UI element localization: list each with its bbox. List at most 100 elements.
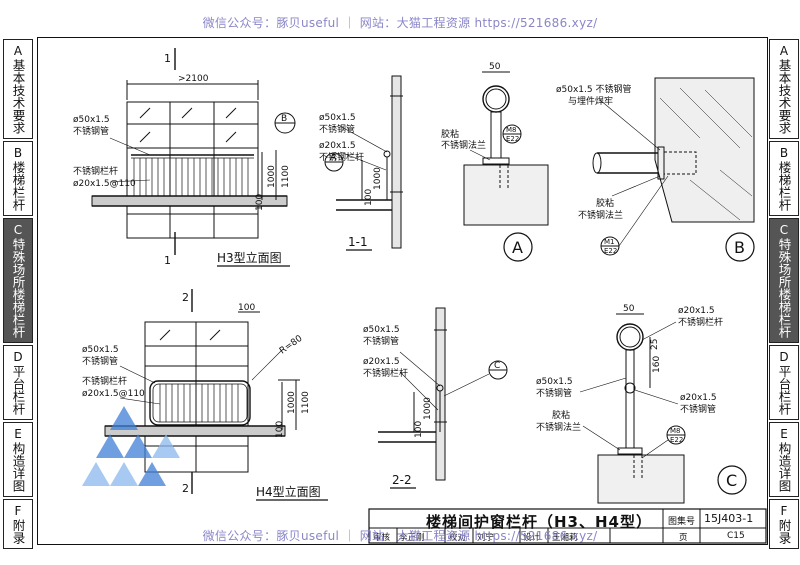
label: ø20x1.5 — [678, 306, 715, 316]
anchor-text: E22 — [506, 135, 519, 143]
tab-letter: C — [779, 223, 789, 237]
tab-letter: D — [779, 350, 789, 364]
flange — [617, 447, 643, 455]
leader — [109, 137, 151, 156]
review-label: 审核 — [373, 533, 391, 543]
cut-label: 1 — [164, 52, 171, 65]
page-label: 页 — [679, 533, 688, 543]
label: 不锈钢管 — [73, 125, 109, 137]
glass-hatch — [159, 329, 171, 341]
balusters — [133, 158, 249, 196]
atlas-label: 图集号 — [668, 517, 696, 527]
h4-elevation: 2 2 100 R=80 ø50x1.5 不锈钢管 不锈钢栏杆 ø — [82, 289, 328, 501]
h3-elevation: >2100 1 1 — [73, 48, 296, 267]
label: 胶粘 — [441, 128, 459, 140]
leader — [109, 179, 151, 183]
tab-letter: D — [13, 350, 23, 364]
post — [490, 111, 502, 159]
label: ø20x1.5 — [319, 141, 356, 151]
label: ø20x1.5@110 — [73, 179, 136, 189]
detail-label-b — [725, 232, 755, 262]
tab-text: 构造详图 — [10, 442, 26, 492]
dim-text: 160 — [652, 356, 662, 373]
cut-label: 2 — [182, 291, 189, 304]
tab-text: 特殊场所楼梯栏杆 — [10, 238, 26, 338]
tab-letter: F — [14, 504, 22, 518]
label: ø50x1.5 — [363, 325, 400, 335]
title-block: 楼梯间护窗栏杆（H3、H4型） 图集号 15J403-1 审核 李正刚 校对 刘… — [369, 509, 766, 543]
label: 胶粘 — [596, 197, 614, 209]
label: 不锈钢法兰 — [536, 421, 581, 433]
glass-hatch — [139, 131, 151, 143]
tab-letter: B — [779, 146, 789, 160]
label: 不锈钢法兰 — [441, 139, 486, 151]
tab-text: 基本技术要求 — [776, 59, 792, 134]
dim-text: 50 — [623, 304, 635, 314]
dim-text: 50 — [489, 62, 501, 72]
wall — [391, 75, 402, 249]
anchor-text: M8 — [506, 126, 517, 134]
designer-name: 王湘莉 — [552, 533, 578, 543]
anchor-text: E22 — [604, 247, 617, 255]
tab-text: 特殊场所楼梯栏杆 — [776, 238, 792, 338]
label: 不锈钢管 — [319, 123, 355, 135]
label: 不锈钢栏杆 — [73, 165, 118, 177]
label: 不锈钢管 — [82, 355, 118, 367]
glass-hatch — [181, 107, 193, 119]
watermark-bottom: 微信公众号：豚贝useful ｜ 网站：大猫工程资源 https://52168… — [202, 529, 598, 543]
concrete — [597, 454, 685, 504]
tab-letter: A — [13, 44, 23, 58]
checker-name: 刘宁 — [477, 533, 495, 543]
tab-letter: E — [780, 427, 788, 441]
label: ø20x1.5@110 — [82, 389, 145, 399]
tab-text: 附录 — [10, 519, 26, 544]
rail-frame — [149, 380, 251, 426]
label: ø50x1.5 — [319, 113, 356, 123]
glass-hatch — [209, 329, 221, 341]
cut-label: 2 — [182, 482, 189, 495]
anchor-text: E22 — [670, 436, 683, 444]
label: 不锈钢管 — [363, 335, 399, 347]
dim-text: 25 — [650, 339, 660, 350]
flange — [482, 157, 510, 165]
leader — [339, 151, 387, 171]
label: 与埋件焊牢 — [568, 95, 613, 107]
atlas-number: 15J403-1 — [704, 512, 754, 525]
glass-hatch — [139, 107, 151, 119]
tab-letter: C — [13, 223, 23, 237]
tab-text: 基本技术要求 — [10, 59, 26, 134]
section-1-1: ø50x1.5 不锈钢管 ø20x1.5 不锈钢栏杆 A 100 1000 1-… — [319, 75, 403, 251]
embed — [663, 151, 697, 175]
window-frame — [126, 101, 259, 239]
anchor-text: M8 — [670, 427, 681, 435]
detail-label-text: A — [512, 238, 523, 257]
detail-label-text: C — [726, 471, 737, 490]
label: 不锈钢栏杆 — [82, 375, 127, 387]
dim-text: 1100 — [301, 391, 311, 414]
check-label: 校对 — [449, 533, 467, 543]
tab-letter: A — [779, 44, 789, 58]
dim-text: 1100 — [281, 165, 291, 188]
glass-hatch — [225, 107, 237, 119]
callout-text: A — [330, 153, 337, 163]
handrail-section — [482, 85, 510, 113]
label: R=80 — [278, 334, 305, 357]
leader — [339, 125, 388, 153]
titleblock-lines — [368, 508, 767, 544]
label: 不锈钢法兰 — [578, 209, 623, 221]
reviewer-name: 李正刚 — [399, 533, 425, 543]
dim-text: 100 — [275, 421, 285, 438]
